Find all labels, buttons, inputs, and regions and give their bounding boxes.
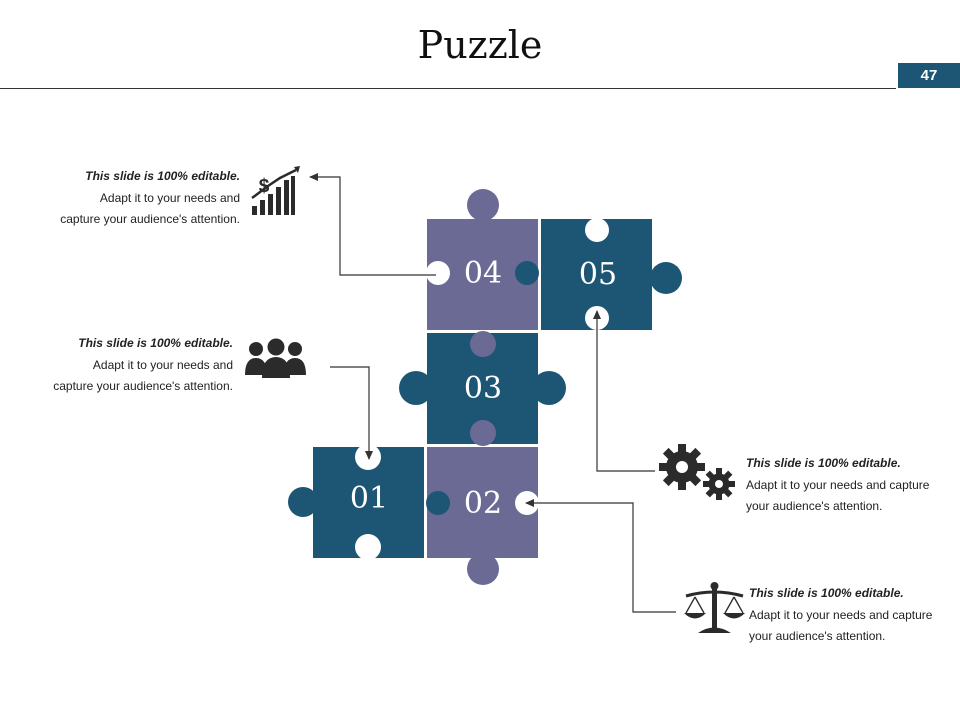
team-people-icon <box>245 338 306 378</box>
callout-finance: This slide is 100% editable. Adapt it to… <box>40 166 240 231</box>
puzzle-piece-04: 04 <box>426 189 539 330</box>
svg-text:$: $ <box>259 176 270 197</box>
callout-line: Adapt it to your needs and <box>99 190 240 205</box>
callout-line: capture your audience's attention. <box>53 379 233 393</box>
balance-scale-icon <box>684 582 745 633</box>
title-divider <box>0 88 896 89</box>
callout-line: your audience's attention. <box>746 499 883 513</box>
connector-04 <box>309 173 436 276</box>
puzzle-piece-01: 01 <box>288 444 424 560</box>
callout-heading: This slide is 100% editable. <box>85 169 240 183</box>
connector-01 <box>330 366 373 460</box>
puzzle-piece-02: 02 <box>426 447 539 585</box>
finance-growth-icon: $ <box>251 166 300 215</box>
callout-heading: This slide is 100% editable. <box>746 456 901 470</box>
callout-team: This slide is 100% editable. Adapt it to… <box>33 333 233 398</box>
callout-line: Adapt it to your needs and capture <box>749 607 933 622</box>
piece-label-05: 05 <box>579 257 617 292</box>
callout-heading: This slide is 100% editable. <box>749 586 904 600</box>
gears-icon <box>659 444 735 500</box>
callout-line: your audience's attention. <box>749 629 886 643</box>
piece-label-03: 03 <box>464 371 502 406</box>
connector-05 <box>593 310 655 472</box>
piece-label-01: 01 <box>350 481 388 516</box>
callout-heading: This slide is 100% editable. <box>78 336 233 350</box>
callout-gears: This slide is 100% editable. Adapt it to… <box>746 453 951 518</box>
callout-line: capture your audience's attention. <box>60 212 240 226</box>
slide-title: Puzzle <box>417 23 543 67</box>
puzzle-piece-03: 03 <box>399 331 566 446</box>
piece-label-02: 02 <box>464 486 502 521</box>
connector-02 <box>525 499 676 613</box>
callout-line: Adapt it to your needs and capture <box>746 477 930 492</box>
callout-scale: This slide is 100% editable. Adapt it to… <box>749 583 954 648</box>
puzzle-piece-05: 05 <box>541 218 682 330</box>
callout-line: Adapt it to your needs and <box>92 357 233 372</box>
piece-label-04: 04 <box>464 256 502 291</box>
page-number-badge: 47 <box>898 63 960 88</box>
